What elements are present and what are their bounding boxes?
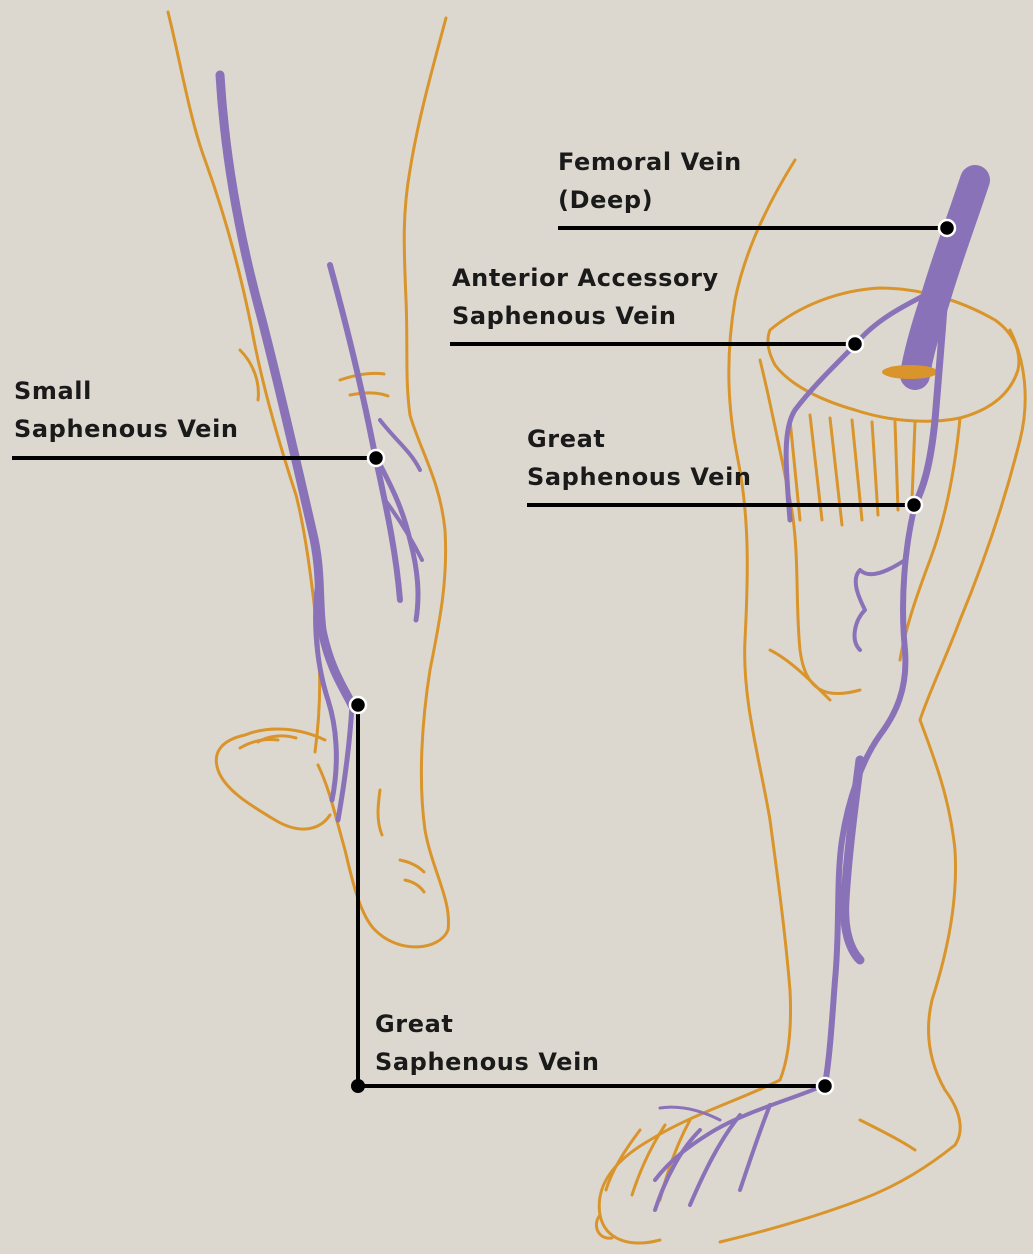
marker-small-saphenous [368, 450, 384, 466]
label-great-saphenous-foot-line2: Saphenous Vein [375, 1043, 600, 1081]
label-great-saphenous-vein-thigh: Great Saphenous Vein [527, 420, 752, 496]
marker-great-saphenous-thigh [906, 497, 922, 513]
label-great-saphenous-thigh-line1: Great [527, 420, 752, 458]
label-great-saphenous-thigh-line2: Saphenous Vein [527, 458, 752, 496]
label-small-saphenous-line2: Saphenous Vein [14, 410, 239, 448]
label-small-saphenous-vein: Small Saphenous Vein [14, 372, 239, 448]
marker-great-saphenous-foot [817, 1078, 833, 1094]
label-great-saphenous-foot-line1: Great [375, 1005, 600, 1043]
marker-femoral-vein [939, 220, 955, 236]
label-femoral-vein-line1: Femoral Vein [558, 143, 742, 181]
label-anterior-accessory-line1: Anterior Accessory [452, 259, 719, 297]
label-femoral-vein-line2: (Deep) [558, 181, 742, 219]
marker-corner [351, 1079, 365, 1093]
label-femoral-vein: Femoral Vein (Deep) [558, 143, 742, 219]
label-great-saphenous-vein-foot: Great Saphenous Vein [375, 1005, 600, 1081]
label-anterior-accessory-line2: Saphenous Vein [452, 297, 719, 335]
label-anterior-accessory-saphenous-vein: Anterior Accessory Saphenous Vein [452, 259, 719, 335]
marker-anterior-accessory [847, 336, 863, 352]
marker-small-saphenous-ankle [350, 697, 366, 713]
label-small-saphenous-line1: Small [14, 372, 239, 410]
